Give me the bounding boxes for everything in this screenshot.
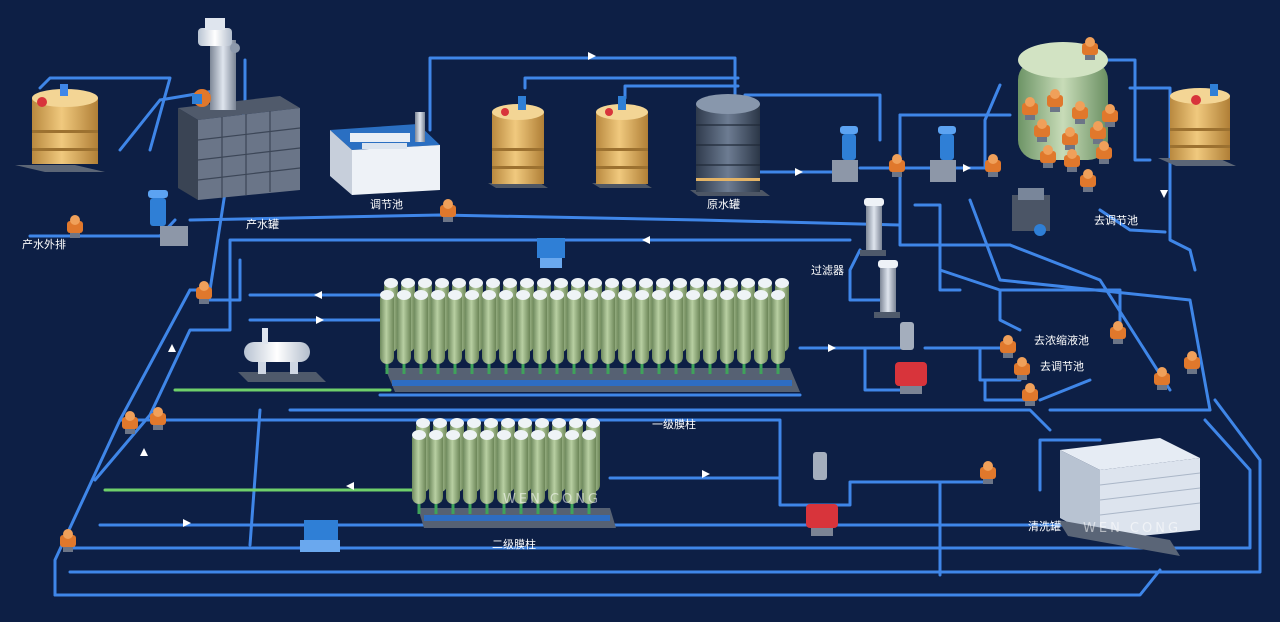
valve-icon xyxy=(889,154,905,177)
membrane-tube xyxy=(497,430,511,514)
heat-exchanger xyxy=(238,328,326,382)
dosing-tank-right xyxy=(1158,84,1236,166)
regulating-pool xyxy=(330,112,440,195)
membrane-tube xyxy=(463,430,477,514)
membrane-tube xyxy=(548,430,562,514)
membrane-tube xyxy=(754,290,768,374)
valve-icon xyxy=(1096,141,1112,164)
membrane-tube xyxy=(531,430,545,514)
valve-icon xyxy=(980,461,996,484)
valve-icon xyxy=(440,199,456,222)
membrane-tube xyxy=(480,430,494,514)
valve-icon xyxy=(1047,89,1063,112)
membrane-tube xyxy=(771,290,785,374)
membrane-tube xyxy=(448,290,462,374)
label-cleaning-tank: 清洗罐 xyxy=(1028,520,1061,533)
membrane-tube xyxy=(703,290,717,374)
membrane-tube xyxy=(550,290,564,374)
membrane-tube xyxy=(567,290,581,374)
membrane-tube xyxy=(516,290,530,374)
membrane-tube xyxy=(414,290,428,374)
valve-icon xyxy=(1080,169,1096,192)
stage1-membrane-tubes xyxy=(380,278,789,374)
membrane-tube xyxy=(412,430,426,514)
valve-icon xyxy=(1072,101,1088,124)
dosing-tank-1 xyxy=(488,96,548,188)
pump-center-1 xyxy=(832,126,858,182)
dosing-tank-left xyxy=(15,84,105,172)
valve-icon xyxy=(196,281,212,304)
membrane-tube xyxy=(720,290,734,374)
valve-icon xyxy=(122,411,138,434)
valve-icon xyxy=(1014,357,1030,380)
dosing-tank-2 xyxy=(592,96,652,188)
pump-center-2 xyxy=(930,126,956,182)
label-regulating-pool: 调节池 xyxy=(370,198,403,211)
motor-pump-1 xyxy=(895,322,927,394)
membrane-tube xyxy=(652,290,666,374)
membrane-tube xyxy=(514,430,528,514)
label-stage2-membrane: 二级膜柱 xyxy=(492,537,536,551)
valve-icon xyxy=(1040,145,1056,168)
label-to-regulating-pool-top: 去调节池 xyxy=(1094,214,1138,227)
valve-icon xyxy=(1082,37,1098,60)
membrane-tube xyxy=(482,290,496,374)
valve-icon xyxy=(1110,321,1126,344)
valve-icon xyxy=(1034,119,1050,142)
membrane-tube xyxy=(431,290,445,374)
membrane-tube xyxy=(737,290,751,374)
label-product-tank: 产水罐 xyxy=(246,217,279,231)
label-to-regulating-pool-mid: 去调节池 xyxy=(1040,360,1084,373)
valve-icon xyxy=(1062,127,1078,150)
membrane-tube xyxy=(429,430,443,514)
membrane-tube xyxy=(618,290,632,374)
label-filter: 过滤器 xyxy=(811,264,844,277)
label-stage1-membrane: 一级膜柱 xyxy=(652,417,696,431)
valve-icon xyxy=(1000,335,1016,358)
product-tank xyxy=(178,18,301,200)
membrane-tube xyxy=(584,290,598,374)
membrane-tube xyxy=(686,290,700,374)
booster-pump-bottom xyxy=(300,520,340,552)
watermark-stage2: WEN CONG xyxy=(503,492,601,507)
membrane-tube xyxy=(380,290,394,374)
flow-arrows xyxy=(140,52,1168,527)
valve-icon xyxy=(1102,104,1118,127)
pump-left xyxy=(148,190,188,246)
valve-icon xyxy=(1022,383,1038,406)
valve-icon xyxy=(1184,351,1200,374)
valve-icon xyxy=(1022,97,1038,120)
valve-group xyxy=(60,37,1200,552)
valve-icon xyxy=(60,529,76,552)
membrane-tube xyxy=(397,290,411,374)
membrane-tube xyxy=(669,290,683,374)
label-to-concentrate-pool: 去浓缩液池 xyxy=(1034,333,1089,347)
membrane-tube xyxy=(499,290,513,374)
valve-icon xyxy=(67,215,83,238)
label-raw-water-tank: 原水罐 xyxy=(707,198,740,211)
membrane-tube xyxy=(601,290,615,374)
stage2-membrane-tubes xyxy=(412,418,600,514)
cleaning-tank xyxy=(1058,438,1201,556)
valve-icon xyxy=(1064,149,1080,172)
membrane-tube xyxy=(565,430,579,514)
raw-water-tank xyxy=(690,94,770,196)
valve-icon xyxy=(150,407,166,430)
valve-icon xyxy=(1090,121,1106,144)
membrane-tube xyxy=(582,430,596,514)
cartridge-filter-1 xyxy=(860,198,886,256)
booster-pump-top xyxy=(537,238,565,268)
stage2-membrane-rack xyxy=(418,508,616,528)
watermark-cleaning: WEN CONG xyxy=(1083,521,1181,536)
membrane-tube xyxy=(635,290,649,374)
motor-pump-2 xyxy=(806,452,838,536)
membrane-tube xyxy=(533,290,547,374)
membrane-tube xyxy=(465,290,479,374)
membrane-tube xyxy=(446,430,460,514)
cartridge-filter-2 xyxy=(874,260,900,318)
label-product-discharge: 产水外排 xyxy=(22,237,66,251)
valve-icon xyxy=(985,154,1001,177)
valve-icon xyxy=(1154,367,1170,390)
